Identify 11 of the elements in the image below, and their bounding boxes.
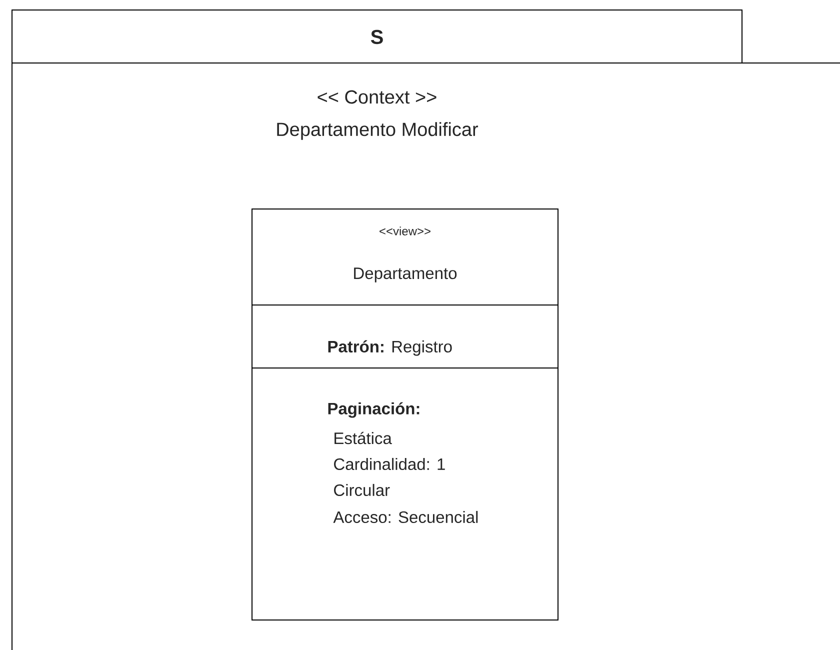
attribute-text: Estática	[334, 432, 392, 444]
attribute-text: Patrón: Registro	[328, 340, 452, 356]
attribute-text: Acceso: Secuencial	[333, 510, 478, 524]
attribute-text: Circular	[334, 484, 390, 496]
class-name: Departamento	[354, 268, 457, 282]
section-heading: Paginación:	[328, 402, 420, 418]
frame-title: S	[370, 30, 383, 44]
stereotype-label: << Context >>	[318, 90, 436, 104]
attribute-text: Cardinalidad: 1	[334, 458, 445, 470]
stereotype-label: <<view>>	[380, 226, 430, 236]
context-name: Departamento Modificar	[277, 122, 478, 140]
